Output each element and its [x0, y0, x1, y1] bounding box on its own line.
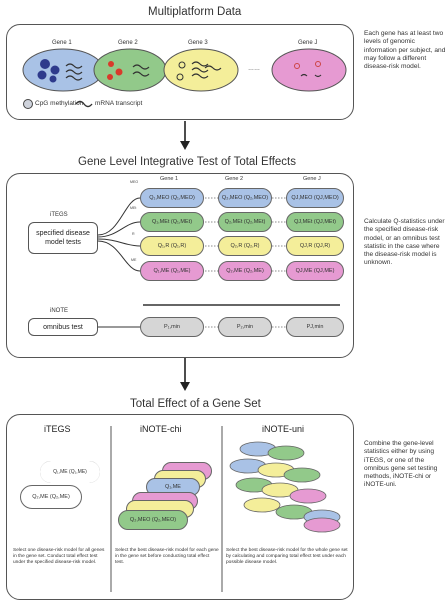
q-stat-cell: QJ,ME (QJ,ME): [286, 261, 344, 281]
s2-gene2-label: Gene 2: [225, 176, 244, 182]
section2-title: Gene Level Integrative Test of Total Eff…: [78, 156, 296, 168]
q-stat-cell: Q₁,MEt (Q₁,MEt): [140, 212, 204, 232]
q-stat-stack-front: Q₁,ME: [146, 478, 200, 496]
omnibus-test-box: omnibus test: [28, 318, 98, 336]
p-value-cell: P₁,min: [140, 317, 204, 337]
section1-note: Each gene has at least two levels of gen…: [364, 30, 446, 71]
down-arrow-icon: [180, 358, 190, 391]
itegs-label: iTEGS: [50, 212, 68, 218]
q-stat-cell: Q₂,ME (Q₂,ME): [20, 485, 82, 509]
q-stat-cell: QJ,MEO (QJ,MEO): [286, 188, 344, 208]
col-inote-chi-title: iNOTE-chi: [140, 424, 182, 434]
row-label-meo: MEO: [130, 180, 139, 184]
gene2-label: Gene 2: [118, 40, 138, 46]
q-stat-cell: Q₂,R (Q₂,R): [218, 236, 272, 256]
q-stat-cell: Q₁,ME (Q₁,ME): [140, 261, 204, 281]
genej-label: Gene J: [298, 40, 318, 46]
q-stat-cell: QJ,R (QJ,R): [286, 236, 344, 256]
s2-genej-label: Gene J: [303, 176, 321, 182]
q-stat-cell: Q₁,R (Q₁,R): [140, 236, 204, 256]
q-stat-text: Q₁,ME (Q₁,ME): [40, 461, 100, 483]
gene1-label: Gene 1: [52, 40, 72, 46]
itegs-caption: Select one disease-risk model for all ge…: [13, 548, 105, 565]
p-value-cell: PJ,min: [286, 317, 344, 337]
col-itegs-title: iTEGS: [44, 424, 71, 434]
row-label-me: ME: [131, 258, 137, 262]
gene-ellipsis: ……: [248, 66, 260, 72]
inote-label: iNOTE: [50, 308, 68, 314]
row-label-met: MEt: [130, 206, 137, 210]
legend-mrna-label: mRNA transcript: [95, 100, 143, 107]
q-stat-cell: Q₁,MEO (Q₁,MEO): [140, 188, 204, 208]
section2-note: Calculate Q-statistics under the specifi…: [364, 218, 445, 267]
inote-uni-caption: Select the best disease-risk model for t…: [226, 548, 348, 565]
s2-gene1-label: Gene 1: [160, 176, 179, 182]
specified-disease-model-box: specified disease model tests: [28, 222, 98, 254]
q-stat-cell: Q₂,MEt (Q₂,MEt): [218, 212, 272, 232]
section3-note: Combine the gene-level statistics either…: [364, 440, 438, 489]
q-stat-cell: QJ,MEt (QJ,MEt): [286, 212, 344, 232]
section1-title: Multiplatform Data: [148, 6, 242, 18]
q-stat-cell: Q₂,ME (Q₂,ME): [218, 261, 272, 281]
section3-title: Total Effect of a Gene Set: [130, 398, 261, 410]
gene3-label: Gene 3: [188, 40, 208, 46]
col-inote-uni-title: iNOTE-uni: [262, 424, 305, 434]
q-stat-cell: Q₂,MEO (Q₂,MEO): [218, 188, 272, 208]
row-label-r: R: [132, 232, 135, 236]
down-arrow-icon: [180, 121, 190, 150]
inote-chi-caption: Select the best disease-risk model for e…: [115, 548, 219, 565]
legend-cpg-label: CpG methylation: [35, 100, 84, 107]
q-stat-stack-front: Q₂,MEO (Q₂,MEO): [118, 510, 188, 530]
p-value-cell: P₂,min: [218, 317, 272, 337]
